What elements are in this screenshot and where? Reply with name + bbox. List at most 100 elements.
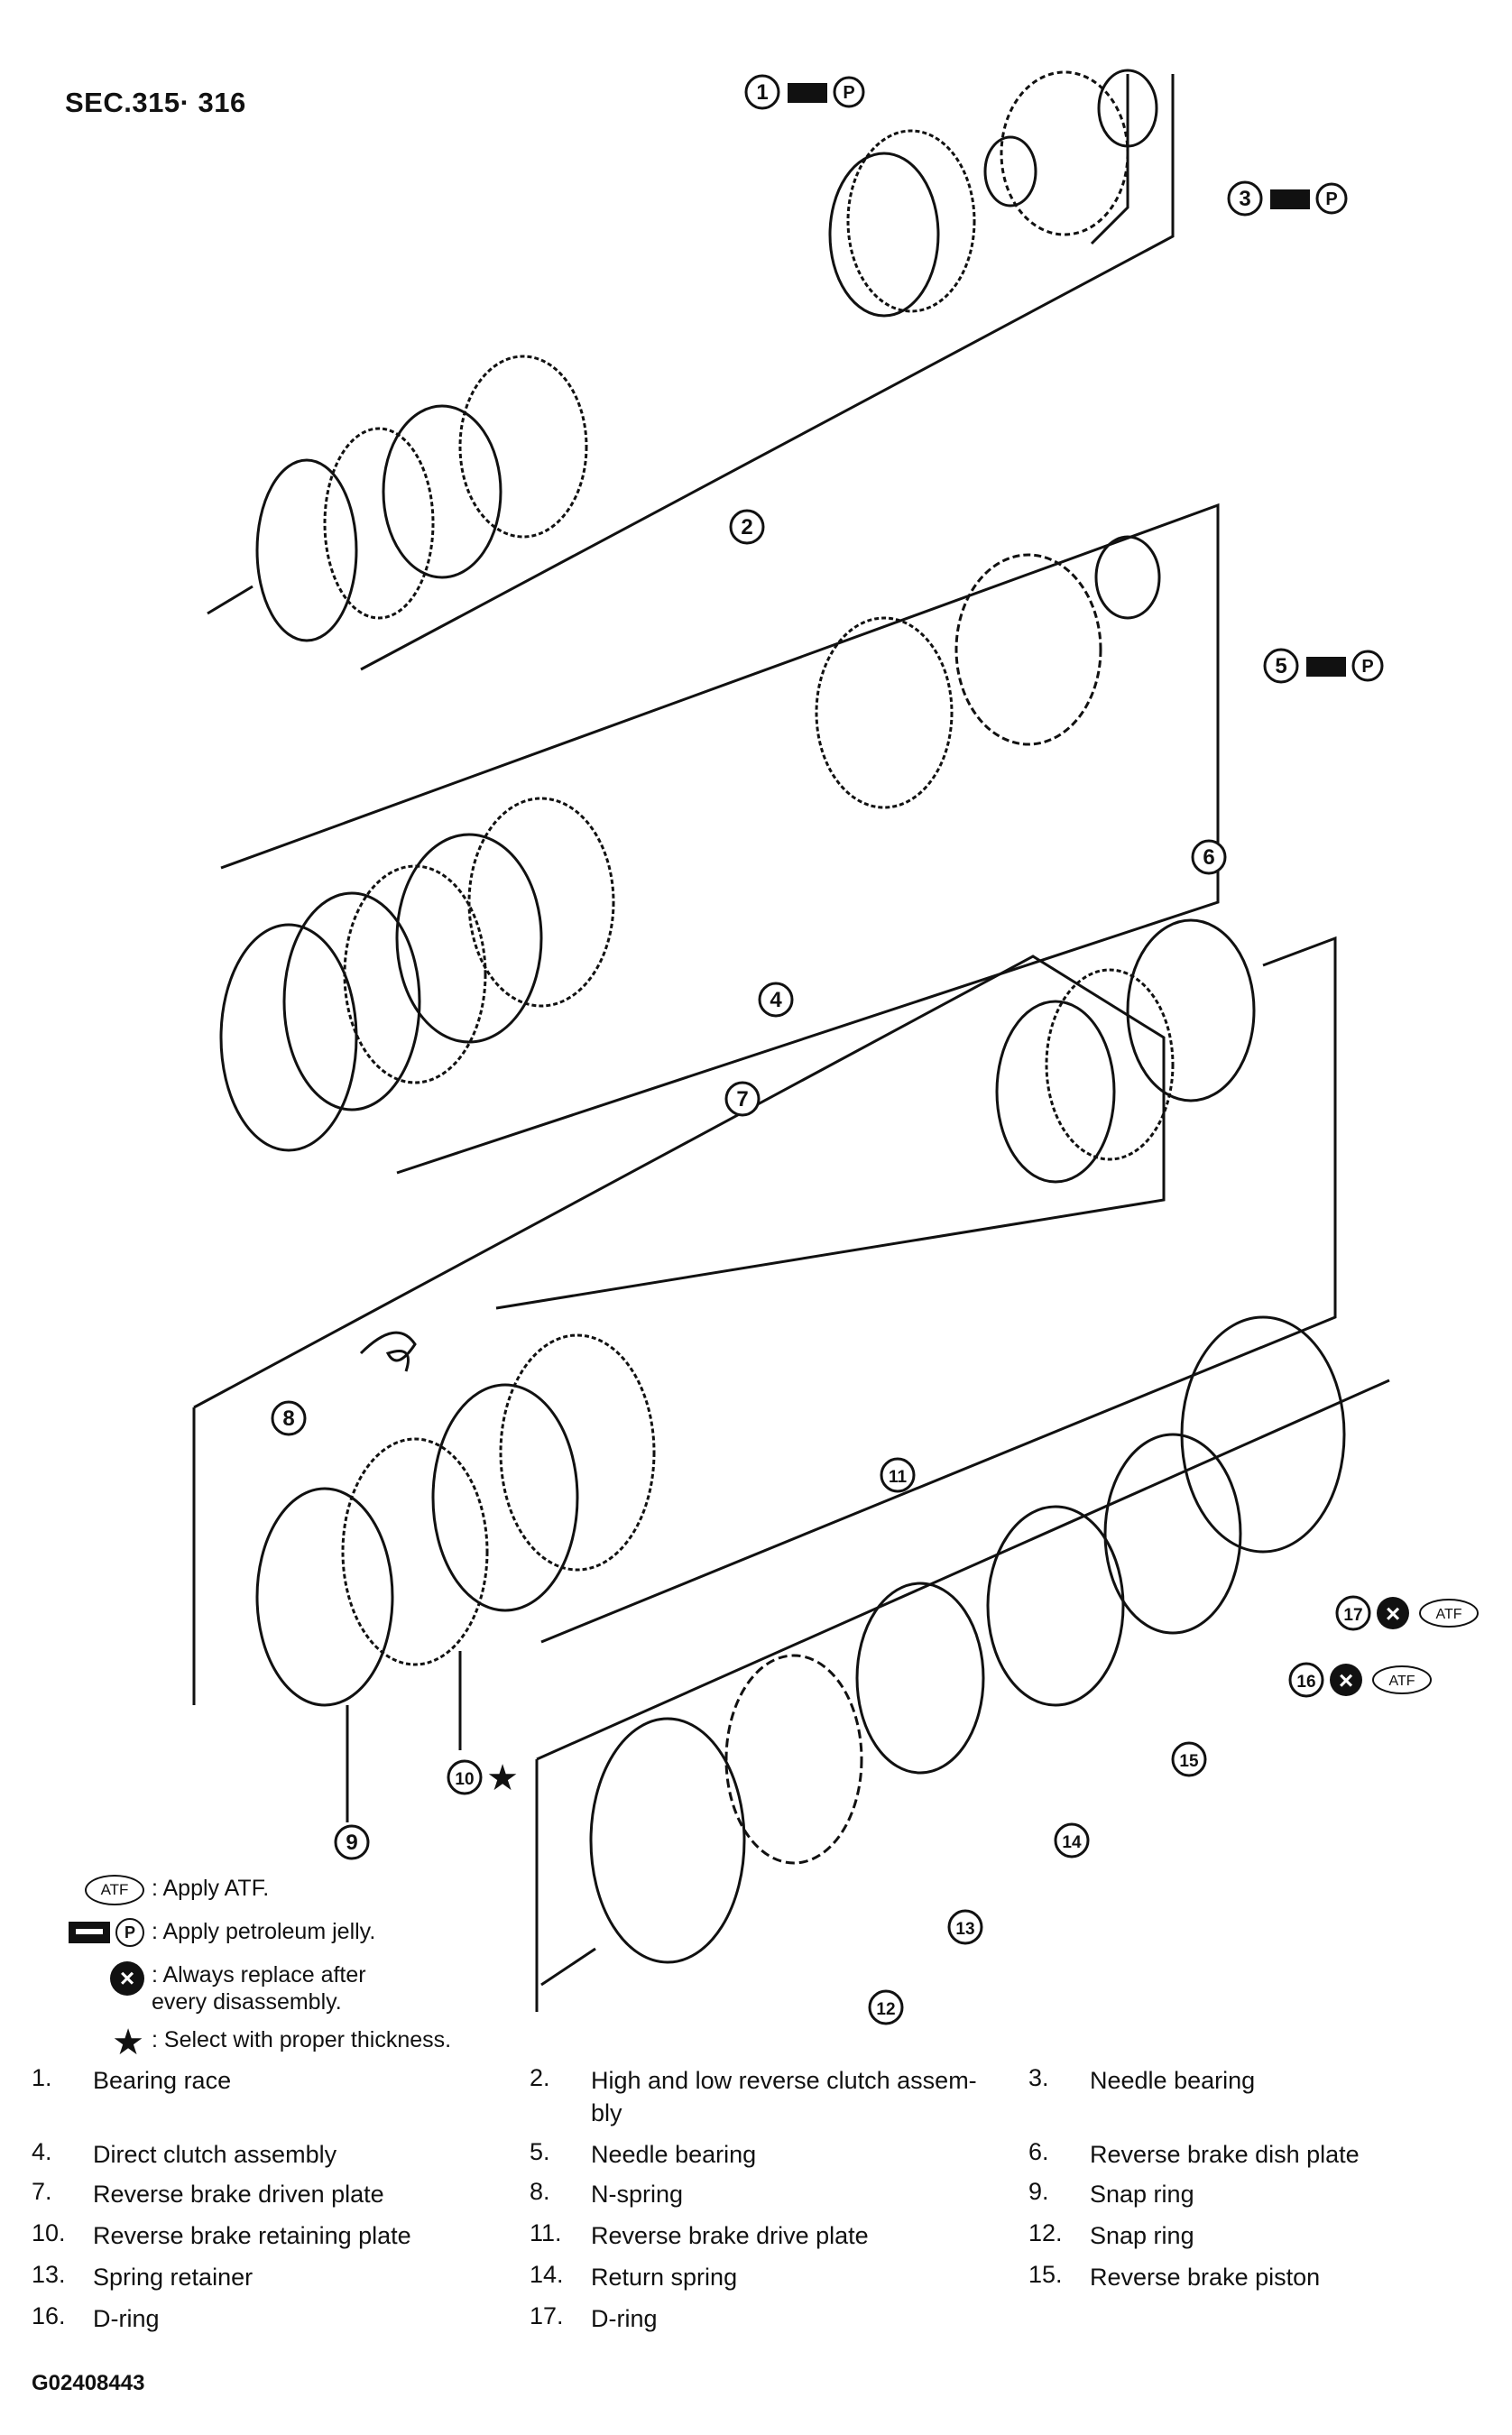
callout-12: 12 — [868, 1989, 904, 2025]
callout-number: 14 — [1062, 1833, 1082, 1852]
callout-number: 7 — [736, 1087, 748, 1111]
callout-circle — [447, 1759, 483, 1795]
callout-16: 16×ATF — [1288, 1662, 1432, 1698]
callout-circle — [729, 509, 765, 545]
part-name: Needle bearing — [591, 2141, 757, 2168]
part-number: 1. — [32, 2064, 52, 2091]
callout-circle — [1227, 180, 1263, 217]
callout-6: 6 — [1191, 839, 1227, 875]
parts-list-item: 8.N-spring — [530, 2178, 1017, 2210]
part-name: Bearing race — [93, 2067, 232, 2094]
callout-circle — [868, 1989, 904, 2025]
callout-circle — [724, 1081, 761, 1117]
legend-row-star: ★ : Select with proper thickness. — [36, 2023, 451, 2062]
part-name: D-ring — [591, 2305, 658, 2332]
part-name: Reverse brake piston — [1090, 2264, 1321, 2291]
d-ring-16 — [1103, 1433, 1242, 1635]
part-number: 12. — [1028, 2219, 1063, 2246]
clutch-drum-4 — [954, 553, 1102, 746]
p-circle-icon: P — [115, 1918, 144, 1947]
p-circle-icon — [833, 76, 865, 108]
parts-list-item: 14.Return spring — [530, 2261, 1017, 2293]
group-bracket-12b — [536, 1379, 1390, 1761]
snap-ring-4 — [219, 923, 358, 1152]
callout-number: 3 — [1239, 187, 1250, 211]
callout-9: 9 — [334, 1824, 370, 1860]
part-name: High and low reverse clutch assem- bly — [591, 2067, 977, 2126]
legend-row-petroleum-jelly: P : Apply petroleum jelly. — [36, 1918, 375, 1947]
callout-circle — [1054, 1822, 1090, 1859]
clutch-ring-4 — [282, 891, 421, 1111]
parts-list-item: 7.Reverse brake driven plate — [32, 2178, 519, 2210]
callout-number: 11 — [889, 1468, 908, 1487]
bearing-race-1 — [983, 135, 1037, 208]
atf-icon — [1372, 1665, 1432, 1694]
callout-circle — [271, 1400, 307, 1436]
clutch-plate-4a — [815, 616, 954, 809]
callout-number: 6 — [1203, 845, 1214, 870]
parts-list-item: 4.Direct clutch assembly — [32, 2138, 519, 2171]
part-number: 6. — [1028, 2138, 1049, 2165]
legend-text: : Apply petroleum jelly. — [152, 1919, 376, 1944]
reverse-brake-piston-15 — [986, 1505, 1125, 1707]
group-bracket-2-top — [1090, 74, 1129, 245]
part-number: 4. — [32, 2138, 52, 2165]
parts-list-item: 2. High and low reverse clutch assem- bly — [530, 2064, 1017, 2129]
p-circle-icon — [1315, 182, 1348, 215]
replace-x-icon — [1330, 1664, 1362, 1696]
callout-10: 10★ — [447, 1758, 519, 1798]
parts-list-item: 5.Needle bearing — [530, 2138, 1017, 2171]
dish-plate-6 — [1126, 918, 1256, 1102]
star-icon: ★ — [112, 2023, 144, 2062]
callout-number: 5 — [1275, 654, 1286, 678]
return-spring-14 — [855, 1582, 985, 1775]
parts-list-item: 10.Reverse brake retaining plate — [32, 2219, 519, 2252]
callout-7: 7 — [724, 1081, 761, 1117]
clutch-plate-2b — [828, 152, 940, 318]
petroleum-jelly-icon — [1270, 189, 1310, 209]
section-label: SEC.315· 316 — [65, 87, 246, 118]
retaining-plate-10 — [341, 1437, 489, 1666]
parts-list-item: 15. Reverse brake piston — [1028, 2261, 1512, 2293]
callout-circle — [1335, 1595, 1371, 1631]
petroleum-jelly-icon — [69, 1922, 110, 1943]
p-letter: P — [1361, 657, 1373, 677]
callout-number: 1 — [756, 80, 768, 105]
clutch-plate-4b — [467, 797, 615, 1008]
part-name: D-ring — [93, 2305, 160, 2332]
part-number: 8. — [530, 2178, 550, 2205]
part-number: 2. — [530, 2064, 550, 2091]
part-number: 13. — [32, 2261, 66, 2288]
part-name: Reverse brake driven plate — [93, 2181, 384, 2208]
petroleum-jelly-icon — [1306, 657, 1346, 677]
n-spring-8 — [359, 1331, 417, 1372]
legend-text: : Apply ATF. — [152, 1876, 270, 1901]
replace-x-icon: × — [110, 1961, 144, 1996]
atf-label: ATF — [1388, 1674, 1415, 1689]
part-number: 15. — [1028, 2261, 1063, 2288]
drive-plate-11a — [499, 1333, 656, 1572]
clutch-plate-2a — [846, 129, 976, 313]
callout-circle — [1191, 839, 1227, 875]
d-ring-17 — [1180, 1315, 1346, 1554]
callout-number: 4 — [770, 988, 782, 1012]
callout-number: 10 — [455, 1770, 474, 1789]
replace-x-letter: × — [1386, 1600, 1400, 1628]
clutch-plate-2d — [382, 404, 502, 579]
parts-list-item: 17.D-ring — [530, 2302, 1017, 2335]
snap-ring-12 — [589, 1717, 746, 1964]
part-number: 16. — [32, 2302, 66, 2329]
clutch-plate-4c — [395, 833, 543, 1044]
callout-circle — [1171, 1741, 1207, 1777]
parts-list-item: 13.Spring retainer — [32, 2261, 519, 2293]
atf-label: ATF — [1435, 1607, 1461, 1622]
callout-circle — [880, 1457, 916, 1493]
callout-circle — [744, 74, 780, 110]
p-circle-icon — [1351, 650, 1384, 682]
part-name: Reverse brake retaining plate — [93, 2222, 411, 2249]
legend-text: : Always replace after every disassembly… — [152, 1962, 366, 2015]
callout-circle — [334, 1824, 370, 1860]
part-name: Snap ring — [1090, 2222, 1194, 2249]
driven-plate-7b — [995, 1000, 1116, 1184]
